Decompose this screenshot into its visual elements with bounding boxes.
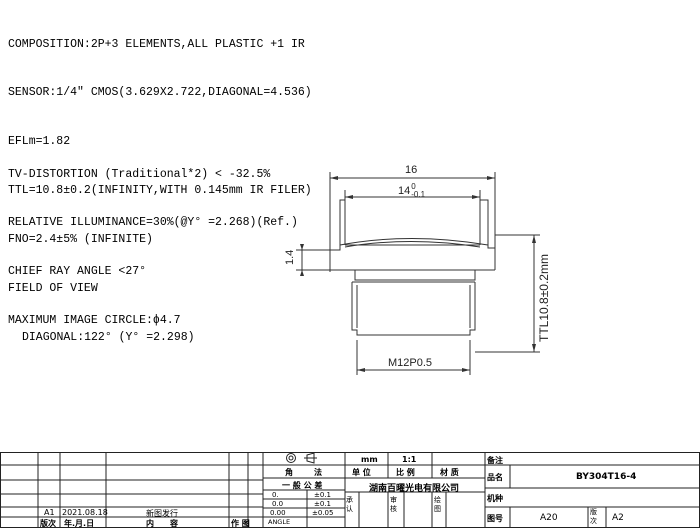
rev-date: 2021.08.18 [62,508,108,517]
scale-value: 1:1 [402,455,417,464]
scale-label: 比 例 [396,468,415,477]
tol-value-3: ±0.05 [312,509,334,517]
review-label: 审核 [390,496,397,513]
unit-header: mm [361,455,378,464]
angle-row: ANGLE [268,518,291,526]
spec-diagonal: DIAGONAL:122° (Y° =2.298) [22,330,195,344]
version-label: 版次 [590,508,597,525]
version-value: A2 [612,513,624,523]
dim-16: 16 [405,164,418,176]
col-version: 版次 [40,519,56,528]
spec-chief-ray-angle: CHIEF RAY ANGLE <27° [8,265,147,279]
tol-value-2: ±0.1 [314,500,331,508]
spec-tv-distortion: TV-DISTORTION (Traditional*2) < -32.5% [8,167,271,181]
spec-sensor: SENSOR:1/4" CMOS(3.629X2.722,DIAGONAL=4.… [8,86,312,100]
col-date: 年.月.日 [64,519,95,528]
drawing-no-label: 图号 [487,514,503,523]
spec-ttl: TTL=10.8±0.2(INFINITY,WITH 0.145mm IR FI… [8,184,312,198]
name-label: 品名 [487,473,503,482]
draw-label: 绘图 [434,496,441,513]
dim-thread: M12P0.5 [388,357,433,369]
rev-version: A1 [44,508,55,517]
spec-relative-illuminance: RELATIVE ILLUMINANCE=30%(@Y° =2.268)(Ref… [8,216,298,230]
model-label: 机种 [487,494,503,503]
rev-content: 新图发行 [146,509,178,518]
tol-value-1: ±0.1 [314,491,331,499]
company-name: 湖南百曜光电有限公司 [369,484,460,494]
tol-range-1: 0. [272,491,279,499]
spec-max-image-circle: MAXIMUM IMAGE CIRCLE:ϕ4.7 [8,314,181,328]
col-author: 作 图 [231,519,250,528]
tol-range-3: 0.00 [270,509,286,517]
spec-block: COMPOSITION:2P+3 ELEMENTS,ALL PLASTIC +1… [8,4,312,363]
material-label: 材 质 [440,468,459,477]
tol-range-2: 0.0 [272,500,284,508]
name-value: BY304T16-4 [576,472,637,482]
general-tolerance: 一 般 公 差 [282,481,323,490]
spec-fno: FNO=2.4±5% (INFINITE) [8,233,153,247]
spec-block-2: TV-DISTORTION (Traditional*2) < -32.5% R… [8,134,298,346]
unit-label: 单 位 [352,468,371,477]
angle-label: 角 [285,468,293,477]
approve-label: 承认 [346,496,353,513]
col-content: 内 容 [146,519,178,528]
method-label: 法 [314,468,322,477]
drawing-no-value: A20 [540,513,558,523]
spec-fov: FIELD OF VIEW [8,282,98,296]
spec-efl: EFLm=1.82 [8,135,71,149]
spec-composition: COMPOSITION:2P+3 ELEMENTS,ALL PLASTIC +1… [8,37,305,51]
remarks-label: 备注 [487,456,503,465]
